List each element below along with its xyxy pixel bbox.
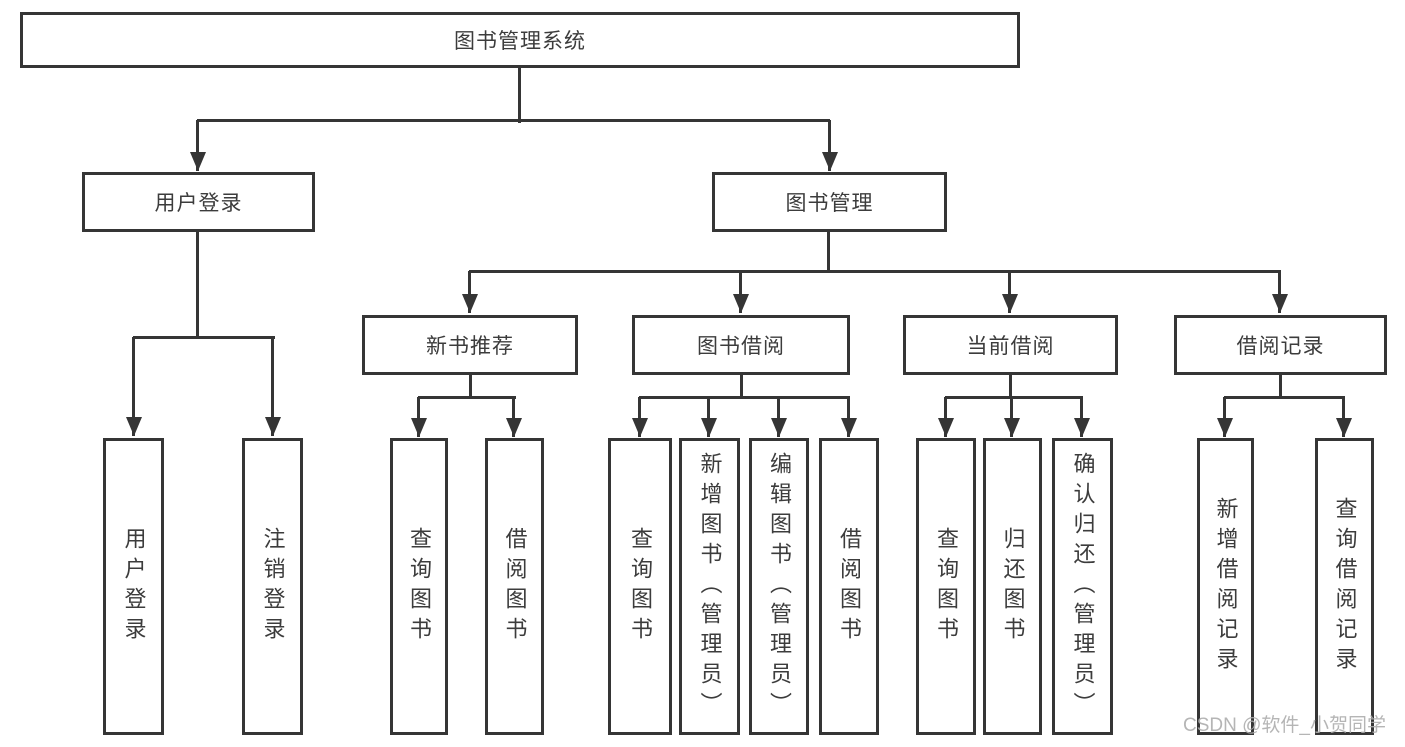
leaf-label: 确认归还（管理员） — [1070, 451, 1096, 722]
arrow-to-user-login — [196, 120, 199, 171]
arrow-to-logout-leaf — [271, 337, 274, 436]
leaf-label: 新增图书（管理员） — [697, 451, 723, 722]
leaf-label: 借阅图书 — [837, 526, 862, 647]
node-label: 当前借阅 — [966, 335, 1055, 358]
leaf-query-books-borrow: 查询图书 — [608, 438, 672, 735]
connector-root-stem — [518, 66, 521, 123]
leaf-label: 新增借阅记录 — [1213, 496, 1239, 677]
node-current-borrow: 当前借阅 — [903, 315, 1118, 375]
leaf-add-books-admin: 新增图书（管理员） — [679, 438, 740, 735]
arrow-down — [777, 397, 780, 437]
node-label: 借阅记录 — [1236, 335, 1325, 358]
leaf-query-books-recommend: 查询图书 — [390, 438, 448, 735]
node-label: 图书管理 — [785, 192, 874, 215]
connector-book-borrow-hline — [639, 396, 850, 399]
arrow-to-book-borrow — [739, 271, 742, 313]
node-label: 图书管理系统 — [454, 30, 586, 53]
arrow-down — [944, 397, 947, 437]
arrow-down — [1223, 397, 1226, 437]
node-book-management-branch: 图书管理 — [712, 172, 947, 232]
arrow-down — [847, 397, 850, 437]
node-label: 用户登录 — [154, 192, 243, 215]
connector-new-book-hline — [418, 396, 516, 399]
arrow-to-borrow-records — [1278, 271, 1281, 313]
node-borrow-records: 借阅记录 — [1174, 315, 1387, 375]
connector-current-borrow-hline — [945, 396, 1083, 399]
node-book-borrow: 图书借阅 — [632, 315, 850, 375]
connector-current-borrow-stem — [1009, 373, 1012, 399]
leaf-label: 用户登录 — [121, 526, 147, 647]
arrow-down — [707, 397, 710, 437]
connector-new-book-stem — [469, 373, 472, 399]
arrow-to-user-login-leaf — [132, 337, 135, 436]
leaf-query-books-current: 查询图书 — [916, 438, 976, 735]
leaf-label: 查询借阅记录 — [1332, 496, 1358, 677]
arrow-down — [1010, 397, 1013, 437]
node-library-management-system: 图书管理系统 — [20, 12, 1020, 68]
leaf-user-login: 用户登录 — [103, 438, 164, 735]
arrow-to-new-book-recommend — [468, 271, 471, 313]
connector-book-borrow-stem — [740, 373, 743, 399]
leaf-logout: 注销登录 — [242, 438, 303, 735]
connector-borrow-records-hline — [1224, 396, 1345, 399]
leaf-edit-books-admin: 编辑图书（管理员） — [749, 438, 809, 735]
connector-root-hline — [197, 119, 830, 122]
arrow-to-book-management — [828, 120, 831, 171]
leaf-return-books: 归还图书 — [983, 438, 1042, 735]
connector-book-mgmt-hline — [469, 270, 1281, 273]
leaf-add-borrow-record: 新增借阅记录 — [1197, 438, 1254, 735]
leaf-label: 查询图书 — [628, 526, 653, 647]
arrow-down — [512, 397, 515, 437]
arrow-down — [1080, 397, 1083, 437]
leaf-confirm-return-admin: 确认归还（管理员） — [1052, 438, 1113, 735]
node-user-login-branch: 用户登录 — [82, 172, 315, 232]
node-label: 新书推荐 — [426, 335, 514, 358]
leaf-label: 注销登录 — [260, 526, 286, 647]
leaf-borrow-books-recommend: 借阅图书 — [485, 438, 544, 735]
leaf-label: 归还图书 — [1000, 526, 1026, 647]
leaf-label: 编辑图书（管理员） — [767, 451, 792, 722]
arrow-down — [417, 397, 420, 437]
node-new-book-recommend: 新书推荐 — [362, 315, 578, 375]
node-label: 图书借阅 — [697, 335, 785, 358]
leaf-label: 借阅图书 — [502, 526, 528, 647]
connector-book-mgmt-stem — [827, 230, 830, 273]
connector-borrow-records-stem — [1279, 373, 1282, 399]
connector-user-login-hline — [133, 336, 275, 339]
arrow-down — [1342, 397, 1345, 437]
leaf-borrow-books: 借阅图书 — [819, 438, 879, 735]
connector-user-login-stem — [196, 230, 199, 339]
arrow-down — [638, 397, 641, 437]
csdn-watermark: CSDN @软件_小贺同学 — [1183, 715, 1386, 736]
arrow-to-current-borrow — [1008, 271, 1011, 313]
leaf-label: 查询图书 — [934, 526, 959, 647]
leaf-query-borrow-record: 查询借阅记录 — [1315, 438, 1374, 735]
leaf-label: 查询图书 — [407, 526, 432, 647]
